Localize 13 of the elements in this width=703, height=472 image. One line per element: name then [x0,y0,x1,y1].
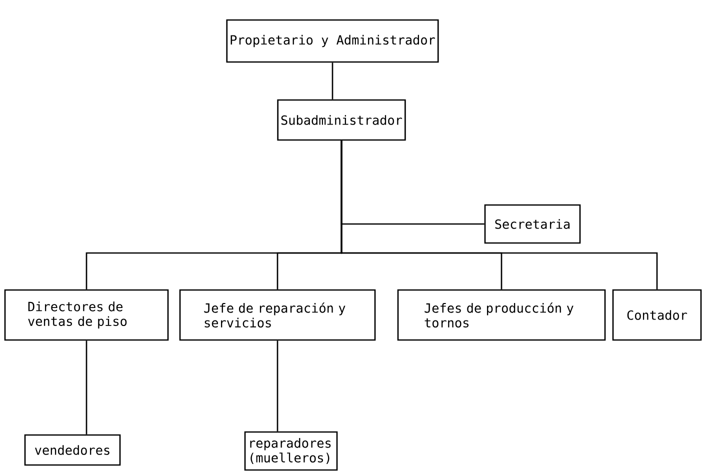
org-box: Jefes de producción y tornos [397,289,606,341]
org-box: Jefe de reparación y servicios [179,289,376,341]
org-box: vendedores [24,434,121,466]
connector-line [276,340,278,432]
connector-line [86,340,88,434]
org-box: reparadores (muelleros) [244,431,338,471]
connector-line [340,140,658,290]
org-box: Directores de ventas de piso [4,289,169,341]
org-box: Propietario y Administrador [226,19,439,63]
org-box: Secretaria [484,204,581,244]
org-box: Subadministrador [277,99,406,141]
connector-line [332,62,334,100]
org-box: Contador [612,289,702,341]
